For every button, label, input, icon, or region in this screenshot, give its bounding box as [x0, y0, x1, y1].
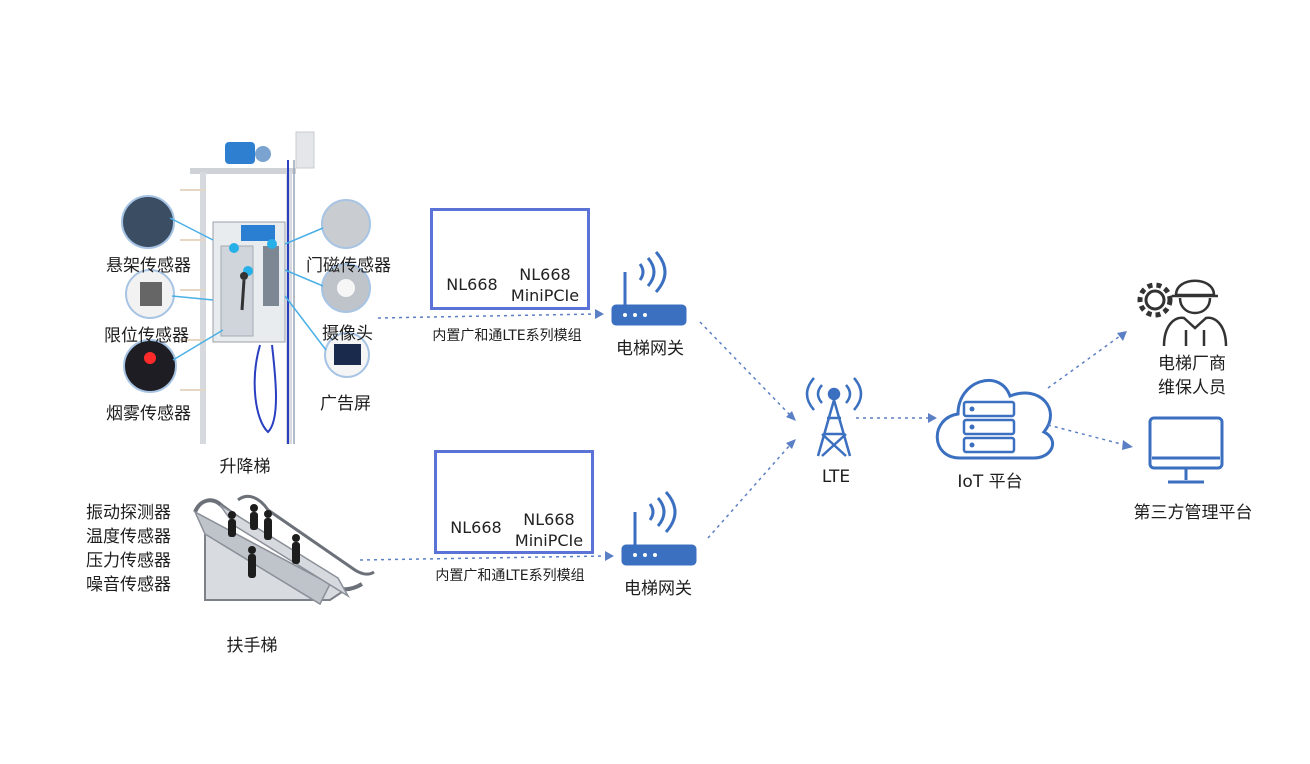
door-sensor-photo: [321, 199, 371, 249]
ad-screen-label: 广告屏: [320, 394, 371, 414]
temperature-sensor-label: 温度传感器: [86, 527, 171, 547]
noise-sensor-label: 噪音传感器: [86, 575, 171, 595]
maintenance-label-line1: 电梯厂商: [1158, 354, 1226, 374]
smoke-sensor-photo: [123, 339, 177, 393]
lte-label: LTE: [821, 467, 851, 487]
limit-sensor-label: 限位传感器: [104, 326, 189, 346]
maintenance-label: 电梯厂商 维保人员: [1158, 352, 1226, 400]
flow-connectors: [359, 313, 1126, 561]
iot-platform-label: IoT 平台: [957, 472, 1023, 492]
door-sensor-label: 门磁传感器: [306, 256, 391, 276]
suspension-sensor-label: 悬架传感器: [106, 256, 191, 276]
lte-tower-icon: [805, 377, 863, 457]
gateway-label-bottom: 电梯网关: [624, 579, 692, 599]
smoke-sensor-label: 烟雾传感器: [106, 404, 191, 424]
escalator-illustration: [193, 494, 375, 606]
card-model-label: NL668: [523, 510, 575, 529]
escalator-caption: 扶手梯: [226, 636, 278, 656]
motor-icon: [225, 142, 255, 164]
minipcie-card-label: NL668 MiniPCIe: [505, 264, 585, 306]
third-party-platform-label: 第三方管理平台: [1133, 503, 1253, 523]
gear-icon: [1137, 282, 1173, 318]
monitor-icon: [1148, 416, 1224, 484]
module-box-bottom: NL668 NL668 MiniPCIe: [434, 450, 594, 554]
gateway-router-icon-bottom: [621, 490, 697, 566]
card-model-label: NL668: [519, 265, 571, 284]
pressure-sensor-label: 压力传感器: [86, 551, 171, 571]
maintenance-worker-icon: [1162, 279, 1228, 347]
gateway-label-top: 电梯网关: [616, 339, 684, 359]
module-box-top: NL668 NL668 MiniPCIe: [430, 208, 590, 310]
gateway-router-icon-top: [611, 250, 687, 326]
vibration-sensor-label: 振动探测器: [86, 503, 171, 523]
card-form-factor-label: MiniPCIe: [514, 531, 584, 550]
minipcie-card-label: NL668 MiniPCIe: [509, 509, 589, 551]
camera-label: 摄像头: [322, 324, 373, 344]
suspension-sensor-photo: [121, 195, 175, 249]
card-form-factor-label: MiniPCIe: [510, 286, 580, 305]
maintenance-label-line2: 维保人员: [1158, 378, 1226, 398]
module-caption-top: 内置广和通LTE系列模组: [432, 328, 582, 344]
iot-cloud-icon: [935, 378, 1055, 460]
connector-arrowheads: [595, 309, 1133, 561]
chip-model-label: NL668: [450, 518, 502, 537]
elevator-illustration: [121, 131, 371, 444]
elevator-caption: 升降梯: [219, 457, 271, 477]
chip-model-label: NL668: [446, 275, 498, 294]
module-caption-bottom: 内置广和通LTE系列模组: [435, 568, 585, 584]
